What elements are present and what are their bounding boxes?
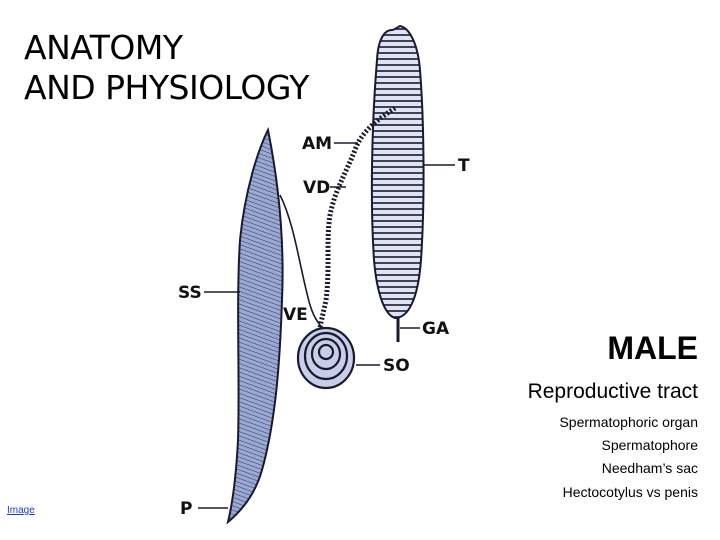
panel-item: Spermatophoric organ [559,414,698,430]
panel-item: Spermatophore [601,437,698,453]
spermatophoric-organ-coil [296,326,356,390]
panel-subheading: Reproductive tract [527,380,698,403]
image-source-link[interactable]: Image [7,505,35,516]
panel-heading: MALE [607,330,698,366]
vas-deferens-duct [317,105,397,341]
slide-title: ANATOMY AND PHYSIOLOGY [24,28,309,108]
panel-item: Hectocotylus vs penis [562,484,698,500]
panel-item: Needham’s sac [601,460,698,476]
label-ga: GA [422,319,450,339]
label-am: AM [302,134,332,154]
label-t: T [458,156,470,176]
label-ss: SS [178,283,202,303]
title-line-2: AND PHYSIOLOGY [24,68,309,107]
spermatophoric-sac-shape [226,126,284,525]
label-so: SO [383,356,410,376]
label-leader-lines [198,142,455,509]
label-p: P [180,499,192,519]
label-ve: VE [283,305,308,325]
label-vd: VD [303,178,330,198]
vas-efferens-duct [279,194,323,329]
testis-shape [370,24,425,320]
title-line-1: ANATOMY [24,28,183,67]
